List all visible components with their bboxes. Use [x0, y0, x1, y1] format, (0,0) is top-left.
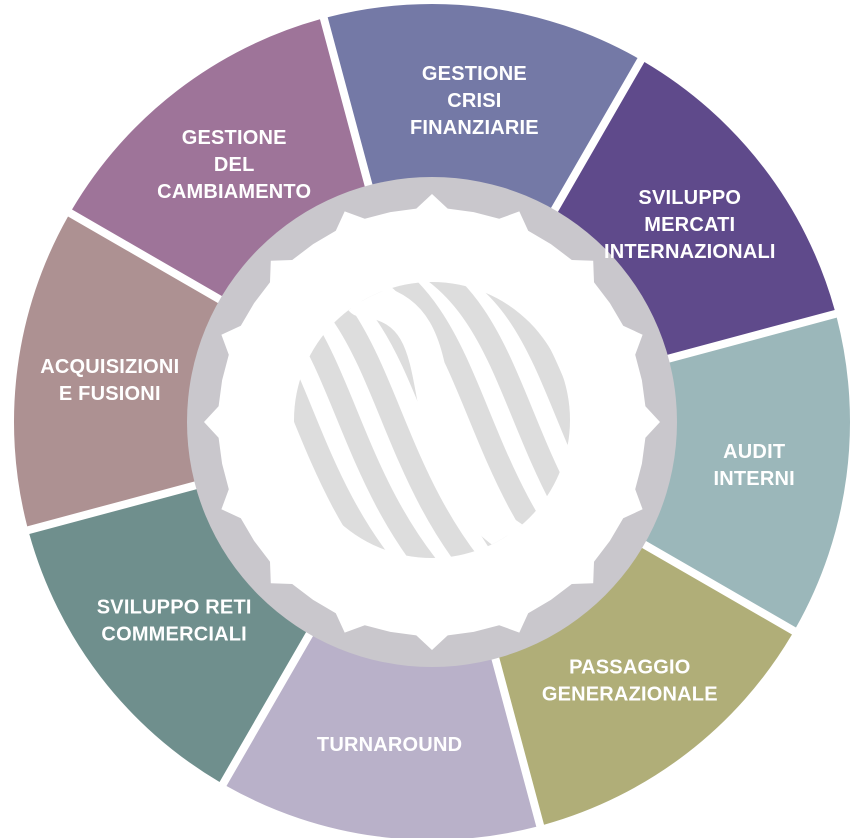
segment-acquisizioni-e-fusioni	[13, 216, 230, 527]
label-audit-interni: AUDIT INTERNI	[713, 441, 794, 490]
label-line: AUDIT	[723, 441, 785, 463]
label-line: INTERNAZIONALI	[604, 241, 776, 263]
label-line: MERCATI	[644, 214, 735, 236]
label-line: CAMBIAMENTO	[157, 181, 311, 203]
label-line: CRISI	[447, 90, 501, 112]
label-passaggio-generazionale: PASSAGGIO GENERAZIONALE	[542, 656, 718, 705]
label-gestione-del-cambiamento: GESTIONE DEL CAMBIAMENTO	[157, 127, 311, 203]
segment-audit-interni	[634, 317, 850, 628]
label-line: GESTIONE	[182, 127, 287, 149]
label-line: DEL	[214, 154, 255, 176]
segment-gestione-crisi-finanziarie	[327, 4, 638, 220]
label-line: PASSAGGIO	[569, 656, 690, 678]
label-line: GENERAZIONALE	[542, 683, 718, 705]
label-line: ACQUISIZIONI	[40, 356, 179, 378]
label-line: COMMERCIALI	[101, 623, 247, 645]
label-line: SVILUPPO RETI	[97, 596, 252, 618]
segment-turnaround	[226, 624, 537, 838]
label-sviluppo-reti-commerciali: SVILUPPO RETI COMMERCIALI	[97, 596, 252, 645]
label-gestione-crisi-finanziarie: GESTIONE CRISI FINANZIARIE	[410, 63, 539, 139]
label-line: TURNAROUND	[317, 734, 462, 756]
label-acquisizioni-e-fusioni: ACQUISIZIONI E FUSIONI	[40, 356, 179, 405]
label-line: SVILUPPO	[638, 187, 741, 209]
label-line: FINANZIARIE	[410, 117, 539, 139]
label-line: INTERNI	[713, 468, 794, 490]
label-line: E FUSIONI	[59, 383, 161, 405]
label-sviluppo-mercati-internazionali: SVILUPPO MERCATI INTERNAZIONALI	[604, 187, 776, 263]
label-line: GESTIONE	[422, 63, 527, 85]
wheel-labels: GESTIONE CRISI FINANZIARIE SVILUPPO MERCATI I…	[40, 63, 794, 756]
label-turnaround: TURNAROUND	[317, 734, 462, 756]
